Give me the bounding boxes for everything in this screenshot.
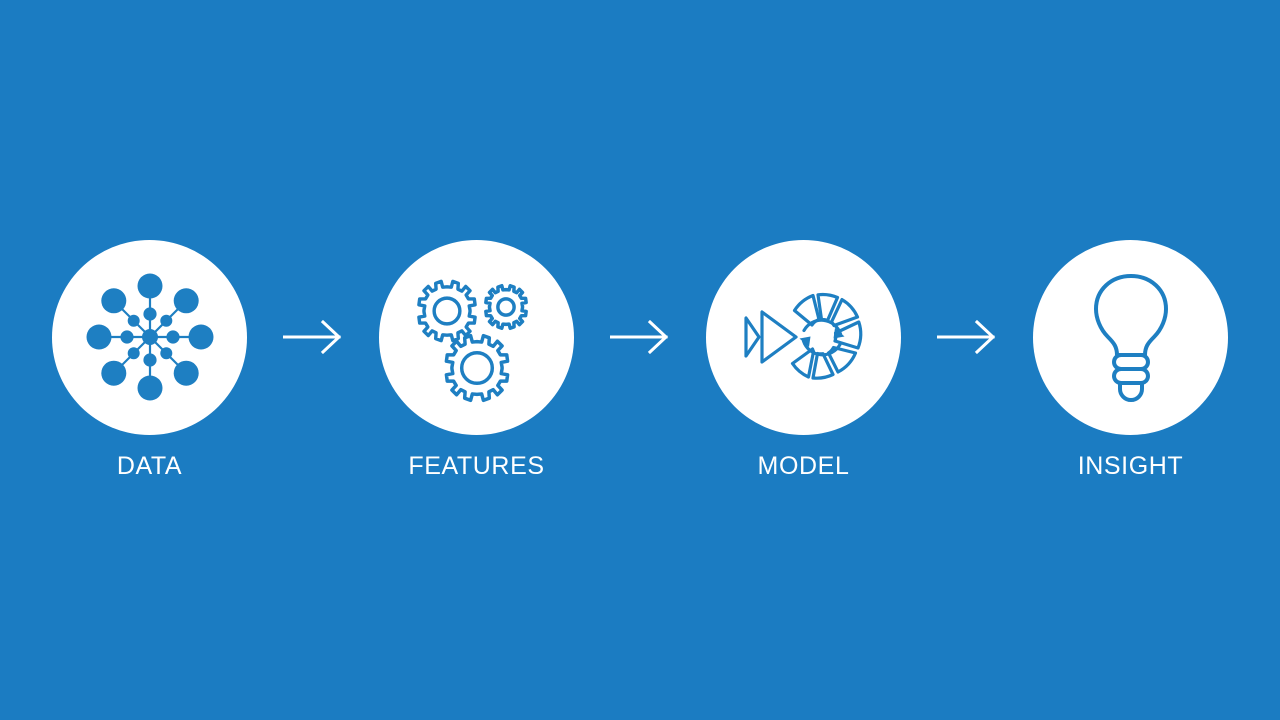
gears-icon <box>407 267 547 407</box>
stage-model[interactable]: MODEL <box>706 239 902 481</box>
stage-data-label: DATA <box>116 451 183 480</box>
stage-features-disc[interactable] <box>379 239 574 435</box>
connector-data-to-features <box>248 240 379 435</box>
stage-features-label: FEATURES <box>408 451 545 480</box>
stage-data[interactable]: DATA <box>52 239 248 481</box>
stage-insight-disc[interactable] <box>1033 239 1228 435</box>
connector-features-to-model <box>575 240 706 435</box>
arrow-right-icon <box>283 320 343 354</box>
network-hub-icon <box>85 272 215 402</box>
model-process-icon <box>734 272 874 402</box>
pipeline-flow: DATA <box>52 239 1229 481</box>
connector-model-to-insight <box>902 240 1033 435</box>
arrow-right-icon <box>610 320 670 354</box>
lightbulb-icon <box>1081 267 1181 407</box>
stage-model-label: MODEL <box>757 451 850 480</box>
stage-model-disc[interactable] <box>706 239 901 435</box>
stage-insight[interactable]: INSIGHT <box>1033 239 1229 481</box>
stage-insight-label: INSIGHT <box>1077 451 1184 480</box>
arrow-right-icon <box>937 320 997 354</box>
stage-features[interactable]: FEATURES <box>379 239 575 481</box>
stage-data-disc[interactable] <box>52 239 247 435</box>
